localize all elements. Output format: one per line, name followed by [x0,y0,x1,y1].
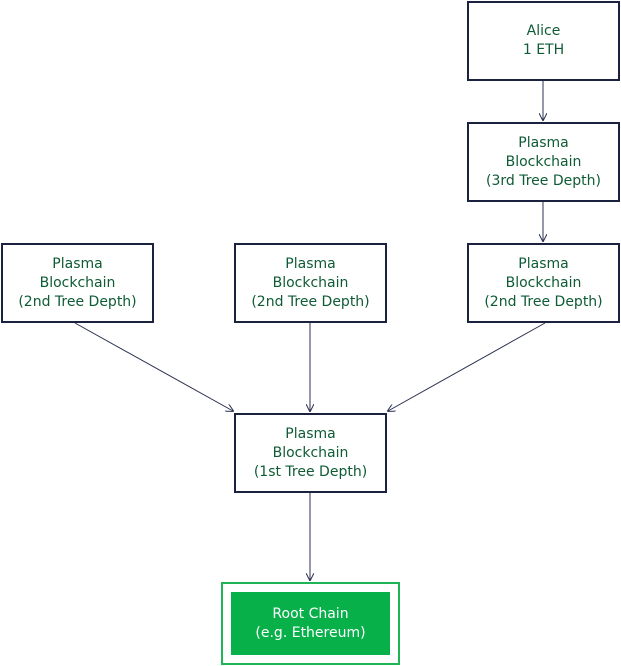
node-1st-line-2: Blockchain [272,444,349,461]
root-chain-fill: Root Chain (e.g. Ethereum) [231,592,390,655]
node-plasma-2nd-depth-middle: Plasma Blockchain (2nd Tree Depth) [234,243,387,323]
node-3rd-line-3: (3rd Tree Depth) [486,172,601,189]
node-alice: Alice 1 ETH [467,1,620,81]
node-3rd-line-2: Blockchain [505,153,582,170]
node-root-chain: Root Chain (e.g. Ethereum) [221,582,400,665]
node-3rd-line-1: Plasma [518,134,569,151]
edge-second-c-to-first [388,322,546,411]
node-alice-line-2: 1 ETH [522,42,565,58]
node-plasma-3rd-depth: Plasma Blockchain (3rd Tree Depth) [467,122,620,202]
root-chain-line-2: (e.g. Ethereum) [255,624,366,641]
node-2nd-a-line-2: Blockchain [39,274,116,291]
node-2nd-c-line-1: Plasma [518,255,569,272]
node-alice-line-1: Alice [526,23,561,39]
node-plasma-1st-depth: Plasma Blockchain (1st Tree Depth) [234,413,387,493]
node-2nd-c-line-2: Blockchain [505,274,582,291]
node-2nd-a-line-1: Plasma [52,255,103,272]
edge-second-a-to-first [74,322,233,411]
node-2nd-b-line-1: Plasma [285,255,336,272]
node-1st-line-1: Plasma [285,425,336,442]
node-plasma-2nd-depth-right: Plasma Blockchain (2nd Tree Depth) [467,243,620,323]
node-2nd-b-line-2: Blockchain [272,274,349,291]
node-plasma-2nd-depth-left: Plasma Blockchain (2nd Tree Depth) [1,243,154,323]
node-2nd-b-line-3: (2nd Tree Depth) [251,293,370,310]
node-2nd-c-line-3: (2nd Tree Depth) [484,293,603,310]
root-chain-line-1: Root Chain [272,605,349,622]
node-1st-line-3: (1st Tree Depth) [253,463,368,480]
node-2nd-a-line-3: (2nd Tree Depth) [18,293,137,310]
